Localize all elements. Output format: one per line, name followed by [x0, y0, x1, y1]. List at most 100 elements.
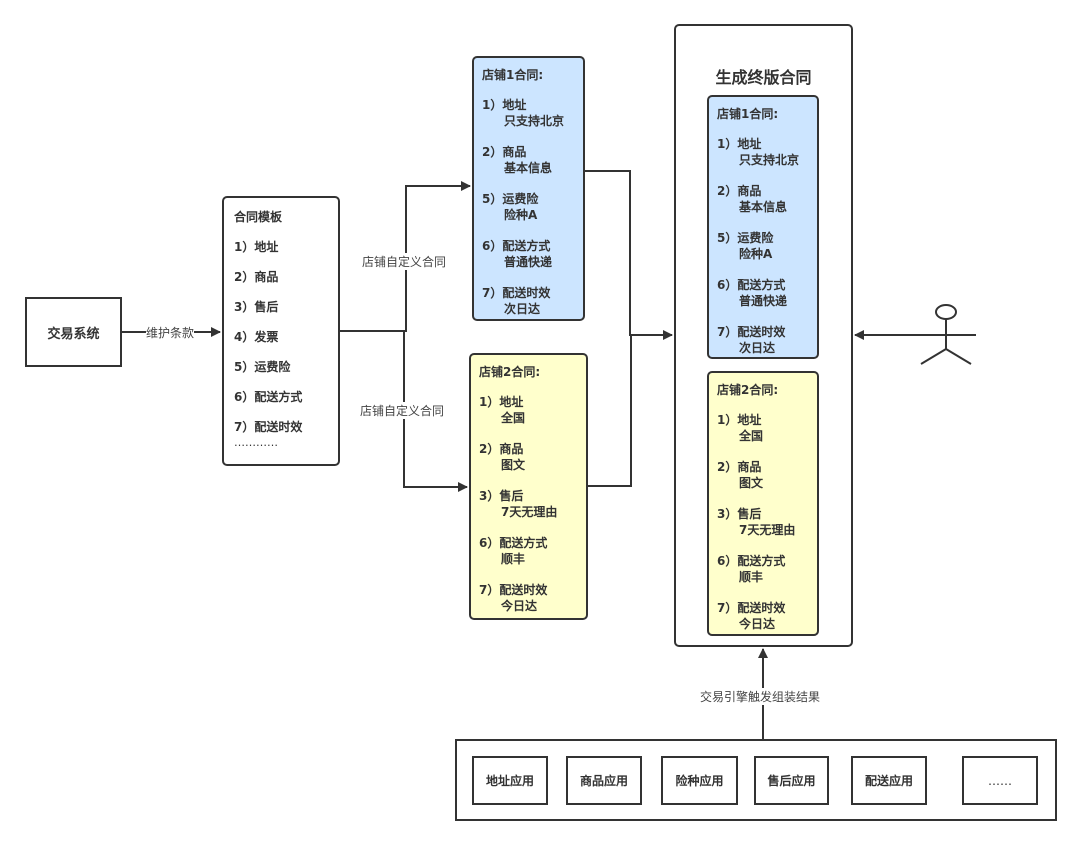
- item-value: 险种A: [504, 208, 538, 222]
- contract-item: 5）运费险险种A: [482, 191, 583, 223]
- trade-system-label: 交易系统: [47, 326, 100, 342]
- contract-item: 6）配送方式普通快递: [482, 238, 583, 270]
- contract-item: 2）商品基本信息: [482, 144, 583, 176]
- template-item: 7）配送时效: [234, 420, 303, 434]
- item-value: 图文: [501, 458, 526, 472]
- item-value: 全国: [501, 411, 526, 425]
- contract-item: 7）配送时效次日达: [717, 324, 817, 356]
- item-key: 1）地址: [482, 98, 527, 112]
- app-product: 商品应用: [566, 756, 642, 805]
- item-value: 普通快递: [504, 255, 553, 269]
- template-item: 5）运费险: [234, 360, 291, 374]
- item-value: 次日达: [739, 341, 776, 355]
- item-value: 只支持北京: [504, 114, 565, 128]
- item-key: 2）商品: [717, 460, 762, 474]
- store1-title: 店铺1合同:: [482, 68, 544, 82]
- item-value: 险种A: [739, 247, 773, 261]
- app-more: ……: [962, 756, 1038, 805]
- item-key: 5）运费险: [717, 231, 774, 245]
- edge-label-custom-2: 店铺自定义合同: [360, 402, 445, 419]
- contract-item: 1）地址只支持北京: [482, 97, 583, 129]
- item-value: 今日达: [739, 617, 776, 631]
- app-delivery: 配送应用: [851, 756, 927, 805]
- contract-item: 7）配送时效今日达: [717, 600, 817, 632]
- contract-item: 6）配送方式普通快递: [717, 277, 817, 309]
- contract-item: 3）售后 7天无理由: [479, 488, 586, 520]
- trade-system-box: 交易系统: [25, 297, 122, 367]
- contract-item: 6）配送方式顺丰: [717, 553, 817, 585]
- final-store1-title: 店铺1合同:: [717, 107, 779, 121]
- item-value: 基本信息: [739, 200, 788, 214]
- contract-item: 2）商品图文: [479, 441, 586, 473]
- template-item: 6）配送方式: [234, 390, 303, 404]
- item-value: 顺丰: [739, 570, 764, 584]
- item-key: 1）地址: [479, 395, 524, 409]
- item-value: 今日达: [501, 599, 538, 613]
- contract-item: 1）地址全国: [717, 412, 817, 444]
- item-value: 图文: [739, 476, 764, 490]
- item-key: 6）配送方式: [717, 554, 786, 568]
- contract-template-box: 合同模板 1）地址 2）商品 3）售后 4）发票 5）运费险 6）配送方式 7）…: [222, 196, 340, 466]
- template-item: 3）售后: [234, 300, 279, 314]
- item-key: 7）配送时效: [717, 601, 786, 615]
- final-store1-box: 店铺1合同: 1）地址只支持北京 2）商品基本信息 5）运费险险种A 6）配送方…: [707, 95, 819, 359]
- app-label: ……: [988, 773, 1012, 788]
- user-actor-icon: [920, 304, 972, 365]
- app-address: 地址应用: [472, 756, 548, 805]
- contract-item: 3）售后 7天无理由: [717, 506, 817, 538]
- item-key: 6）配送方式: [479, 536, 548, 550]
- contract-item: 2）商品基本信息: [717, 183, 817, 215]
- edge-store1-to-final: [580, 170, 631, 336]
- item-key: 2）商品: [482, 145, 527, 159]
- item-key: 7）配送时效: [482, 286, 551, 300]
- edge-label-engine: 交易引擎触发组装结果: [700, 688, 821, 705]
- item-key: 5）运费险: [482, 192, 539, 206]
- edge-label-maintain: 维护条款: [146, 324, 195, 341]
- final-contract-title: 生成终版合同: [715, 68, 812, 87]
- item-value: 次日达: [504, 302, 541, 316]
- item-key: 6）配送方式: [482, 239, 551, 253]
- template-item: 4）发票: [234, 330, 279, 344]
- app-label: 商品应用: [579, 774, 628, 788]
- item-key: 7）配送时效: [717, 325, 786, 339]
- template-item: 2）商品: [234, 270, 279, 284]
- contract-item: 2）商品图文: [717, 459, 817, 491]
- template-title: 合同模板: [234, 210, 283, 224]
- app-label: 配送应用: [864, 774, 913, 788]
- app-insurance: 险种应用: [661, 756, 738, 805]
- app-label: 险种应用: [675, 774, 724, 788]
- item-value: 普通快递: [739, 294, 788, 308]
- contract-item: 7）配送时效次日达: [482, 285, 583, 317]
- contract-item: 7）配送时效今日达: [479, 582, 586, 614]
- item-value: 7天无理由: [501, 505, 558, 519]
- item-value: 只支持北京: [739, 153, 800, 167]
- item-value: 7天无理由: [739, 523, 796, 537]
- contract-item: 1）地址全国: [479, 394, 586, 426]
- app-label: 地址应用: [485, 774, 534, 788]
- app-label: 售后应用: [767, 774, 816, 788]
- item-value: 全国: [739, 429, 764, 443]
- item-key: 2）商品: [717, 184, 762, 198]
- store2-title: 店铺2合同:: [479, 365, 541, 379]
- item-key: 1）地址: [717, 413, 762, 427]
- item-value: 顺丰: [501, 552, 526, 566]
- item-key: 7）配送时效: [479, 583, 548, 597]
- final-store2-title: 店铺2合同:: [717, 383, 779, 397]
- contract-item: 5）运费险险种A: [717, 230, 817, 262]
- store1-contract-box: 店铺1合同: 1）地址只支持北京 2）商品基本信息 5）运费险险种A 6）配送方…: [472, 56, 585, 321]
- app-aftersale: 售后应用: [754, 756, 829, 805]
- item-key: 3）售后: [479, 489, 524, 503]
- template-ellipsis: …………: [234, 436, 278, 449]
- template-item: 1）地址: [234, 240, 279, 254]
- item-value: 基本信息: [504, 161, 553, 175]
- contract-item: 1）地址只支持北京: [717, 136, 817, 168]
- item-key: 6）配送方式: [717, 278, 786, 292]
- edge-store2-to-final: [588, 335, 632, 487]
- edge-label-custom-1: 店铺自定义合同: [362, 253, 447, 270]
- item-key: 3）售后: [717, 507, 762, 521]
- item-key: 1）地址: [717, 137, 762, 151]
- contract-item: 6）配送方式顺丰: [479, 535, 586, 567]
- item-key: 2）商品: [479, 442, 524, 456]
